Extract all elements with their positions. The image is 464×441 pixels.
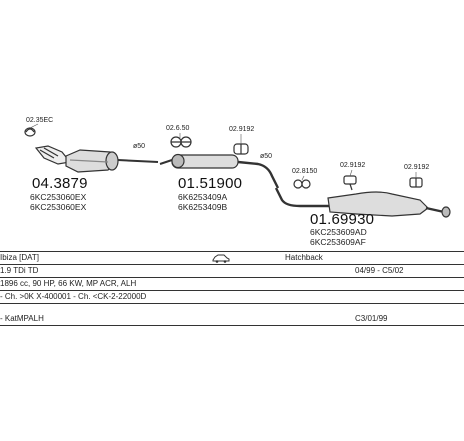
part-ref: 6KC253060EX xyxy=(30,202,87,212)
hanger-rear2-label: 02.9192 xyxy=(340,162,366,169)
part-ref: 6KC253609AD xyxy=(310,227,367,237)
flex-pipe-icon xyxy=(34,145,72,165)
hanger-mid2-label: 02.9192 xyxy=(229,126,255,133)
exhaust-diagram: 02.35EC ø50 02.6.50 02.9192 ø50 02.8150 … xyxy=(24,117,451,247)
diameter-front-label: ø50 xyxy=(133,143,146,150)
chassis-text: - Ch. >0K X-400001 - Ch. <CK-2-22000D xyxy=(0,292,147,301)
part-ref: 6K6253409A xyxy=(178,192,228,202)
row-divider xyxy=(0,264,464,265)
reference-text: C3/01/99 xyxy=(355,314,388,323)
row-divider xyxy=(0,303,464,304)
front-clamp-icon xyxy=(24,127,36,137)
part-code: 01.51900 xyxy=(178,175,243,192)
leader-lines xyxy=(29,123,417,181)
model-text: Ibiza [DAT] xyxy=(0,253,39,262)
exhaust-drawing xyxy=(24,123,451,218)
hanger-rear1-label: 02.8150 xyxy=(292,168,318,175)
hanger-mid-icon xyxy=(170,136,192,148)
part-ref: 6K6253409B xyxy=(178,202,228,212)
row-divider xyxy=(0,325,464,326)
body-type-text: Hatchback xyxy=(285,253,323,262)
catalytic-converter-icon xyxy=(65,149,159,173)
dates-text: 04/99 - C5/02 xyxy=(355,266,404,275)
spec-text: 1896 cc, 90 HP, 66 KW, MP ACR, ALH xyxy=(0,279,137,288)
part-ref: 6KC253609AF xyxy=(310,237,366,247)
car-icon xyxy=(212,254,230,263)
vehicle-info-table: Ibiza [DAT] Hatchback 1.9 TDi TD 04/99 -… xyxy=(0,248,464,326)
hanger-mid2-icon xyxy=(233,143,249,155)
row-divider xyxy=(0,251,464,252)
row-divider xyxy=(0,277,464,278)
row-divider xyxy=(0,290,464,291)
middle-silencer-icon xyxy=(159,153,280,189)
rear-silencer-icon xyxy=(274,187,451,218)
part-code: 01.69930 xyxy=(310,211,375,228)
part-ref: 6KC253060EX xyxy=(30,192,87,202)
diameter-mid-label: ø50 xyxy=(260,153,273,160)
engine-text: 1.9 TDi TD xyxy=(0,266,39,275)
hanger-rear3-icon xyxy=(409,177,423,188)
part-code: 04.3879 xyxy=(32,175,88,192)
clamp-front-label: 02.35EC xyxy=(26,117,54,124)
hanger-rear2-icon xyxy=(343,175,357,191)
hanger-rear1-icon xyxy=(293,179,311,189)
hanger-mid-label: 02.6.50 xyxy=(166,125,190,132)
catalyst-text: - KatMPALH xyxy=(0,314,44,323)
hanger-rear3-label: 02.9192 xyxy=(404,164,430,171)
